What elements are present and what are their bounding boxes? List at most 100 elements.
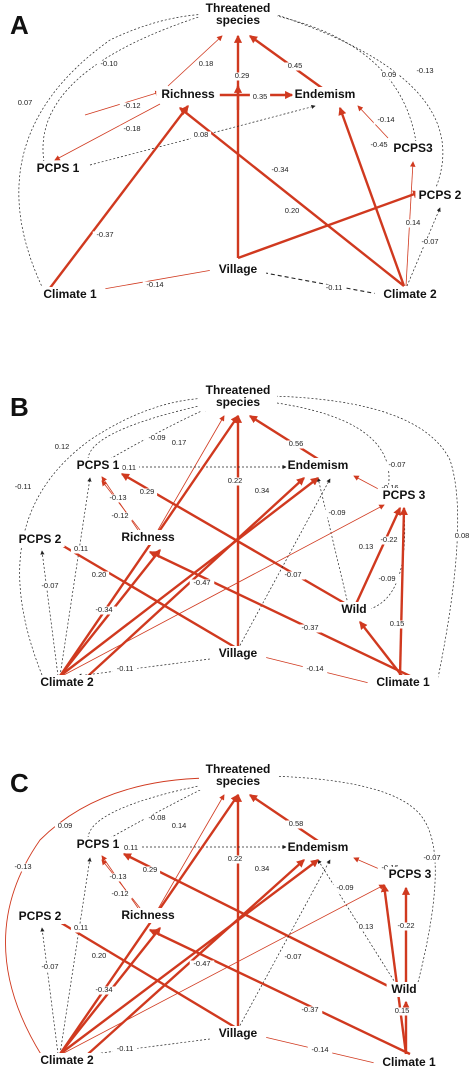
- edge-arrow: [101, 476, 139, 531]
- edge-arrow: [248, 794, 319, 842]
- edge-label-bg: [280, 571, 306, 580]
- edge-arrow: [354, 506, 402, 605]
- edge-arrow: [259, 269, 379, 295]
- edge-label-bg: [307, 1046, 333, 1055]
- edge-coefficient-label: -0.09: [148, 433, 165, 442]
- edge-arrow: [148, 928, 411, 1056]
- edge-arrow: [269, 774, 436, 991]
- panel-letter: C: [10, 768, 29, 798]
- edge-coefficient-label: 0.20: [285, 206, 300, 215]
- edge-arrow: [157, 794, 225, 910]
- edge-arrow: [18, 12, 209, 294]
- edge-coefficient-label: -0.14: [306, 664, 323, 673]
- edge-arrow: [167, 35, 223, 87]
- node-label-bg: [367, 675, 439, 690]
- edge-coefficient-label: -0.09: [328, 508, 345, 517]
- edge-label-bg: [120, 844, 142, 853]
- node-label-bg: [293, 87, 357, 102]
- edge-arrow: [46, 913, 239, 1031]
- node-climate1-label: Climate 1: [43, 287, 97, 301]
- edge-coefficient-label: 0.35: [253, 92, 268, 101]
- edge-label-bg: [451, 532, 473, 541]
- edge-arrow: [157, 415, 225, 531]
- node-label-bg: [156, 87, 220, 102]
- edge-coefficient-label: -0.13: [109, 872, 126, 881]
- node-label-bg: [34, 287, 106, 302]
- edge-coefficient-label: 0.14: [172, 821, 187, 830]
- edge-arrow: [42, 13, 209, 163]
- edge-label-bg: [168, 439, 190, 448]
- edge-coefficient-label: 0.29: [235, 71, 250, 80]
- edge-coefficient-label: 0.15: [395, 1006, 410, 1015]
- edge-coefficient-label: -0.07: [41, 962, 58, 971]
- edge-arrow: [59, 793, 239, 1055]
- edge-arrow: [5, 774, 209, 1057]
- edge-arrow: [61, 884, 385, 1055]
- edge-label-bg: [285, 440, 307, 449]
- edge-label-bg: [144, 434, 170, 443]
- edge-coefficient-label: 0.09: [58, 821, 73, 830]
- edge-label-bg: [195, 60, 217, 69]
- node-pcps1-label: PCPS 1: [77, 458, 120, 472]
- node-label-bg: [415, 188, 465, 203]
- edge-label-bg: [285, 820, 307, 829]
- edge-label-bg: [297, 1006, 323, 1015]
- edge-coefficient-label: 0.07: [18, 98, 33, 107]
- edge-label-bg: [91, 606, 117, 615]
- edge-label-bg: [144, 814, 170, 823]
- edge-coefficient-label: 0.45: [288, 61, 303, 70]
- node-pcps1-label: PCPS 1: [37, 161, 80, 175]
- node-pcps1-label: PCPS 1: [77, 837, 120, 851]
- edge-label-bg: [302, 665, 328, 674]
- edge-label-bg: [107, 890, 133, 899]
- node-label-bg: [15, 532, 65, 547]
- edge-coefficient-label: 0.14: [406, 218, 421, 227]
- node-threat-label: Threatened: [206, 762, 271, 776]
- edge-label-bg: [189, 579, 215, 588]
- node-label-bg: [33, 161, 83, 176]
- edge-coefficient-label: 0.34: [255, 486, 270, 495]
- edge-label-bg: [105, 873, 131, 882]
- edge-coefficient-label: 0.20: [92, 570, 107, 579]
- edge-coefficient-label: -0.10: [100, 59, 117, 68]
- edge-label-bg: [280, 953, 306, 962]
- edge-label-bg: [112, 665, 138, 674]
- edge-label-bg: [119, 125, 145, 134]
- edge-label-bg: [332, 884, 358, 893]
- edge-label-bg: [366, 141, 392, 150]
- node-label-bg: [199, 762, 277, 790]
- edge-label-bg: [386, 620, 408, 629]
- edge-coefficient-label: -0.34: [271, 165, 288, 174]
- node-label-bg: [385, 867, 435, 882]
- edge-coefficient-label: 0.20: [92, 951, 107, 960]
- edge-coefficient-label: -0.07: [284, 570, 301, 579]
- edge-coefficient-label: -0.47: [193, 578, 210, 587]
- edge-coefficient-label: -0.37: [301, 623, 318, 632]
- edge-coefficient-label: -0.07: [421, 237, 438, 246]
- edge-coefficient-label: -0.34: [95, 985, 112, 994]
- edge-coefficient-label: -0.07: [284, 952, 301, 961]
- edge-coefficient-label: -0.11: [15, 482, 32, 491]
- node-pcps3-label: PCPS 3: [383, 488, 426, 502]
- edge-label-bg: [402, 219, 424, 228]
- node-label-bg: [199, 1, 277, 29]
- edge-coefficient-label: -0.07: [388, 460, 405, 469]
- edge-coefficient-label: -0.14: [311, 1045, 328, 1054]
- node-label-bg: [392, 141, 434, 156]
- edge-label-bg: [190, 131, 212, 140]
- edge-coefficient-label: -0.22: [380, 535, 397, 544]
- edge-coefficient-label: 0.58: [289, 819, 304, 828]
- edge-arrow: [122, 852, 389, 988]
- edge-arrow: [148, 550, 411, 678]
- edge-label-bg: [142, 281, 168, 290]
- edge-coefficient-label: -0.47: [193, 959, 210, 968]
- edge-label-bg: [10, 863, 36, 872]
- node-threat-label: species: [216, 395, 260, 409]
- panel-letter: A: [10, 10, 29, 40]
- edge-label-bg: [119, 102, 145, 111]
- edge-coefficient-label: -0.45: [370, 140, 387, 149]
